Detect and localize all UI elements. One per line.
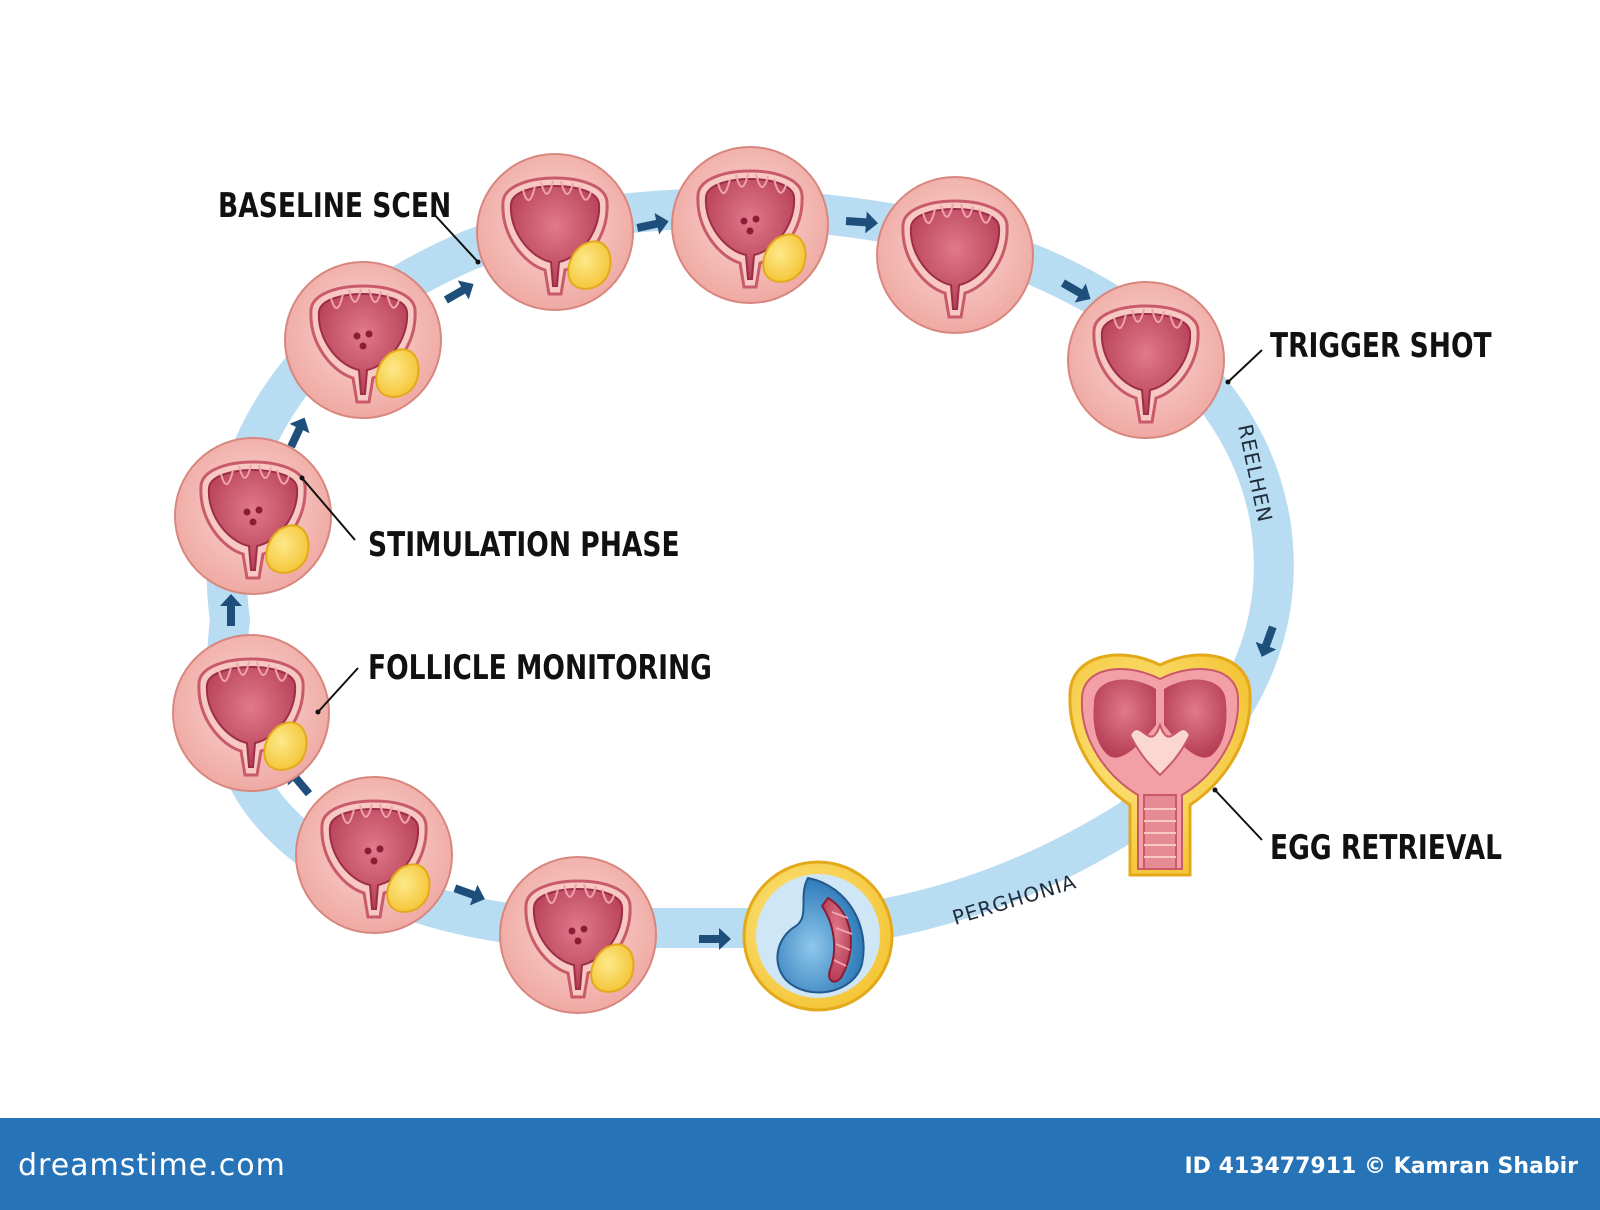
label-stimulation-phase: STIMULATION PHASE	[368, 525, 680, 565]
label-baseline-scen: BASELINE SCEN	[218, 186, 452, 226]
label-trigger-shot: TRIGGER SHOT	[1270, 326, 1492, 366]
cell-stage-1	[475, 152, 635, 312]
cell-stage-2	[670, 145, 830, 305]
cell-stage-4	[1066, 280, 1226, 440]
leader-stimulation	[301, 477, 356, 541]
egg-retrieval-structure	[1068, 653, 1252, 877]
cell-stage-6	[173, 436, 333, 596]
footer-credit: ID 413477911 © Kamran Shabir	[1184, 1154, 1578, 1179]
footer-bar: dreamstime.com ID 413477911 © Kamran Sha…	[0, 1118, 1600, 1210]
label-egg-retrieval: EGG RETRIEVAL	[1270, 828, 1503, 868]
oocyte-capsule	[742, 860, 894, 1012]
leader-follicle	[317, 667, 359, 713]
cell-stage-9	[498, 855, 658, 1015]
leader-trigger	[1227, 349, 1263, 383]
footer-logo: dreamstime.com	[18, 1148, 286, 1183]
label-follicle-monitoring: FOLLICLE MONITORING	[368, 648, 712, 688]
leader-baseline	[431, 211, 479, 263]
cell-stage-8	[294, 775, 454, 935]
cell-stage-5	[283, 260, 443, 420]
cell-stage-3	[875, 175, 1035, 335]
leader-egg	[1214, 789, 1263, 841]
cell-stage-7	[171, 633, 331, 793]
